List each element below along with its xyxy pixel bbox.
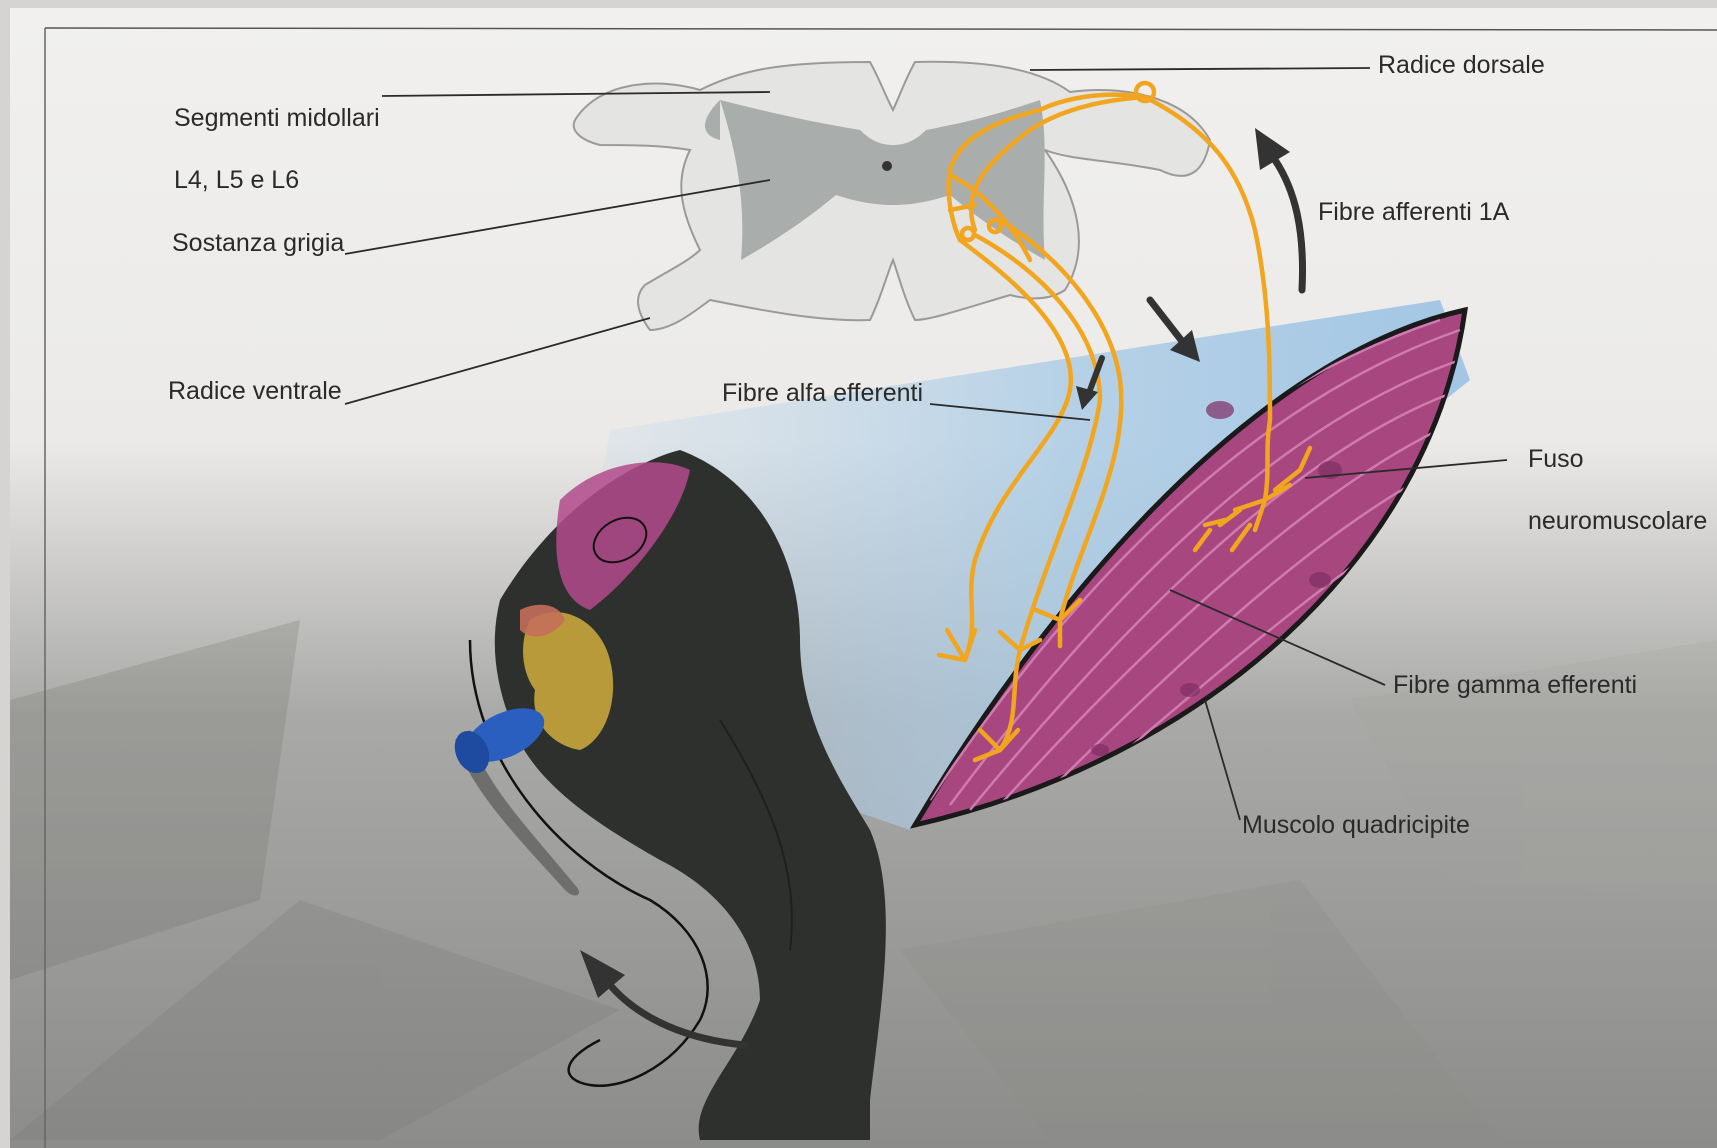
label-radice-dorsale: Radice dorsale <box>1378 50 1545 81</box>
label-fibre-alfa: Fibre alfa efferenti <box>722 378 923 409</box>
label-fuso-neuromuscolare: Fuso neuromuscolare <box>1528 413 1707 568</box>
label-fuso-line2: neuromuscolare <box>1528 506 1707 537</box>
label-segmenti-line1: Segmenti midollari <box>174 103 380 134</box>
label-fuso-line1: Fuso <box>1528 444 1707 475</box>
label-fibre-afferenti: Fibre afferenti 1A <box>1318 197 1509 228</box>
label-fibre-gamma: Fibre gamma efferenti <box>1393 670 1637 701</box>
label-sostanza-grigia: Sostanza grigia <box>172 228 344 259</box>
label-muscolo-quadricipite: Muscolo quadricipite <box>1242 810 1470 841</box>
label-segmenti-midollari: Segmenti midollari L4, L5 e L6 <box>174 72 380 227</box>
label-radice-ventrale: Radice ventrale <box>168 376 342 407</box>
label-segmenti-line2: L4, L5 e L6 <box>174 165 380 196</box>
central-canal <box>882 161 892 171</box>
